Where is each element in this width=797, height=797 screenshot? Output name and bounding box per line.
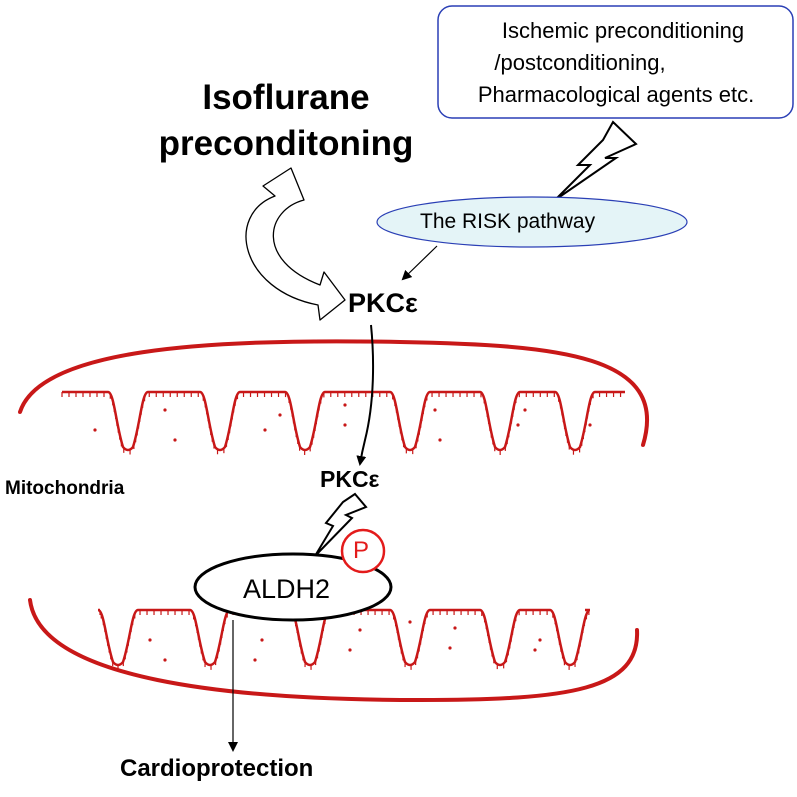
risk-to-pkc-arrow <box>401 245 438 281</box>
matrix-dot <box>343 423 347 427</box>
matrix-dot <box>163 408 167 412</box>
matrix-dot <box>516 423 520 427</box>
matrix-dot <box>533 648 537 652</box>
matrix-dot <box>93 428 97 432</box>
title-line-1: Isoflurane <box>202 78 370 117</box>
aldh2-label: ALDH2 <box>243 574 331 604</box>
inner-membrane-top <box>62 390 625 452</box>
matrix-dot <box>148 638 152 642</box>
mito-outer-membrane-bottom <box>28 598 640 703</box>
phospho-label: P <box>353 537 370 564</box>
matrix-dot <box>358 628 362 632</box>
title-line-2: preconditoning <box>158 124 414 163</box>
cristae-top <box>61 390 625 455</box>
matrix-dot <box>433 408 437 412</box>
matrix-dot <box>263 428 267 432</box>
matrix-dot <box>588 423 592 427</box>
aldh2-ellipse <box>193 552 393 622</box>
matrix-dot <box>438 438 442 442</box>
risk-pathway-label: The RISK pathway <box>420 210 596 233</box>
mito-outer-membrane-top <box>18 339 650 447</box>
matrix-dot <box>253 658 257 662</box>
stimuli-line-1: Ischemic preconditioning <box>501 18 745 43</box>
matrix-dot <box>348 648 352 652</box>
stimuli-line-2: /postconditioning, <box>494 50 666 75</box>
lightning-bolt-upper <box>554 120 638 201</box>
matrix-dot <box>453 626 457 630</box>
phospho-circle <box>340 528 386 574</box>
matrix-dot <box>408 620 412 624</box>
cardioprotection-label: Cardioprotection <box>120 755 314 782</box>
cristae-bottom <box>97 608 591 670</box>
pkc-inner-label: PKCε <box>320 466 380 492</box>
isoflurane-curved-arrow <box>245 167 346 321</box>
matrix-dot <box>523 408 527 412</box>
matrix-dot <box>343 403 347 407</box>
matrix-dot <box>260 638 264 642</box>
matrix-dot <box>163 658 167 662</box>
matrix-dots <box>93 403 592 662</box>
risk-pathway-ellipse <box>376 196 688 248</box>
matrix-dot <box>538 638 542 642</box>
matrix-dot <box>173 438 177 442</box>
pkc-translocation-arrow <box>356 324 375 466</box>
matrix-dot <box>448 646 452 650</box>
matrix-dot <box>278 413 282 417</box>
stimuli-line-3: Pharmacological agents etc. <box>477 82 755 107</box>
mitochondria-label: Mitochondria <box>5 478 125 499</box>
pkc-top-label: PKCε <box>348 288 418 318</box>
stimuli-box <box>437 5 794 119</box>
